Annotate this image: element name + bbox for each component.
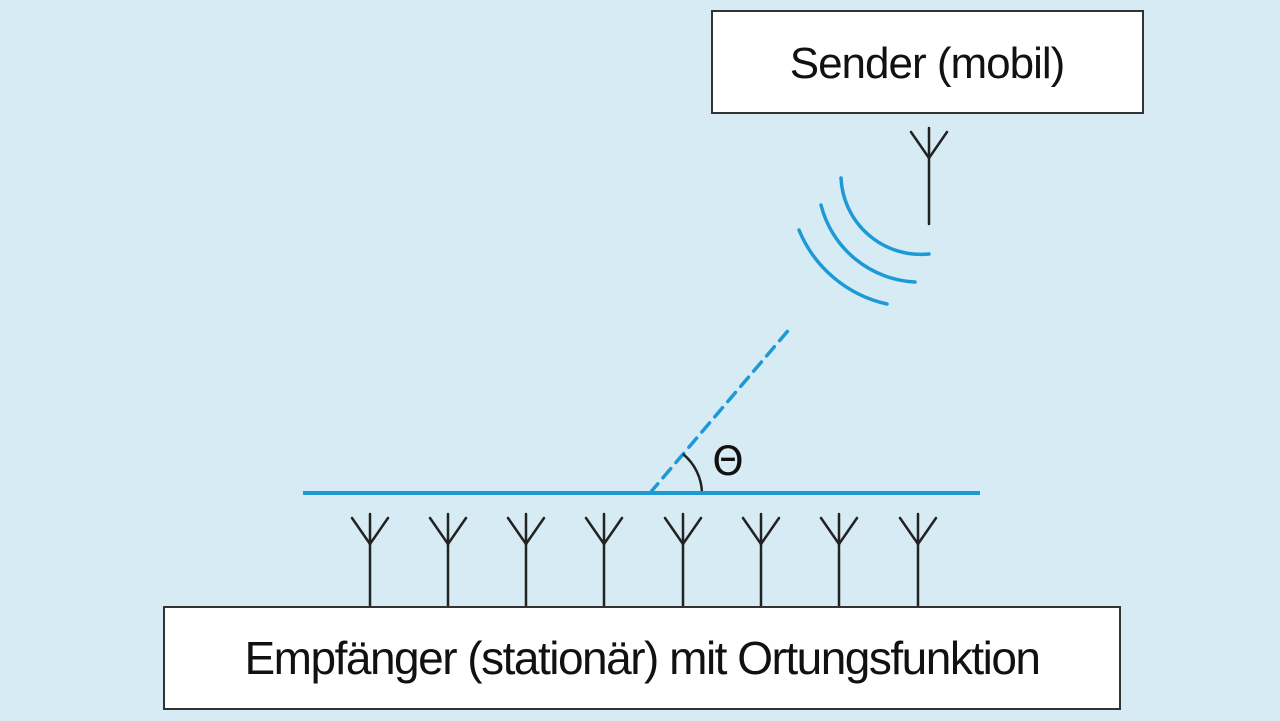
receiver-antenna-icon: [663, 512, 703, 609]
receiver-antenna-icon: [741, 512, 781, 609]
sender-block: Sender (mobil): [711, 10, 1144, 114]
angle-theta-label: Θ: [712, 439, 743, 485]
receiver-label: Empfänger (stationär) mit Ortungsfunktio…: [245, 632, 1040, 684]
receiver-antenna-icon: [898, 512, 938, 609]
receiver-antenna-icon: [506, 512, 546, 609]
receiver-antenna-icon: [819, 512, 859, 609]
receiver-antenna-icon: [428, 512, 468, 609]
sender-antenna-icon: [909, 126, 949, 226]
receiver-antenna-icon: [584, 512, 624, 609]
angle-arc: [682, 453, 704, 494]
receiver-box: [163, 606, 1121, 710]
receiver-antenna-array: [350, 512, 938, 609]
sender-label: Sender (mobil): [790, 39, 1065, 88]
direction-ray: [648, 324, 794, 495]
receiver-antenna-icon: [350, 512, 390, 609]
sender-box: [711, 10, 1144, 114]
receiver-block: Empfänger (stationär) mit Ortungsfunktio…: [163, 606, 1121, 710]
radio-waves-icon: [797, 176, 931, 306]
